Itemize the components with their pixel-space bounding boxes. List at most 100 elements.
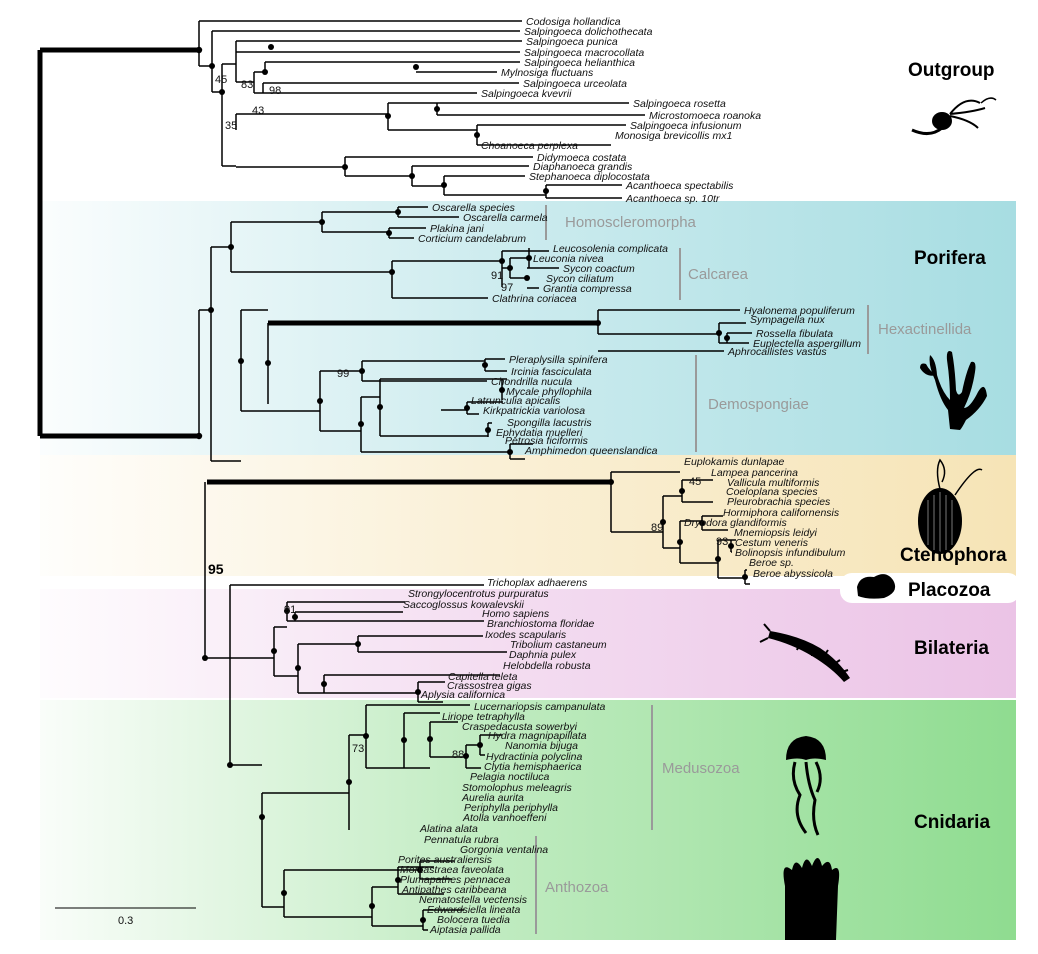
taxon-label: Periphylla periphylla (464, 802, 558, 814)
taxon-label: Trichoplax adhaerens (487, 577, 588, 589)
taxon-label: Pennatula rubra (424, 834, 499, 846)
taxon-label: Montastraea faveolata (400, 864, 504, 876)
taxon-label: Lampea pancerina (711, 467, 798, 479)
taxon-label: Sympagella nux (750, 314, 825, 326)
taxon-label: Bolocera tuedia (437, 914, 510, 926)
taxon-label: Aplysia californica (420, 689, 505, 701)
taxon-label: Hormiphora californensis (723, 507, 840, 519)
taxon-label: Pleraplysilla spinifera (509, 354, 608, 366)
taxon-label: Latrunculia apicalis (471, 395, 561, 407)
taxon-label: Salpingoeca infusionum (630, 120, 742, 132)
taxon-label: Oscarella species (432, 202, 516, 214)
ctenophora-band (40, 455, 1016, 576)
taxon-label: Aphrocallistes vastus (727, 346, 827, 358)
group-label-porifera: Porifera (914, 248, 986, 269)
taxon-label: Capitella teleta (448, 671, 518, 683)
support-value: 83 (241, 79, 253, 91)
subgroup-label-medusozoa: Medusozoa (662, 760, 740, 777)
taxon-label: Ephydatia muelleri (496, 427, 583, 439)
taxon-label: Antipathes caribbeana (401, 884, 507, 896)
support-value: 73 (352, 743, 364, 755)
taxon-label: Edwardsiella lineata (427, 904, 521, 916)
taxon-label: Liriope tetraphylla (442, 711, 525, 723)
taxon-label: Homo sapiens (482, 608, 550, 620)
support-value: 98 (269, 85, 281, 97)
taxon-label: Salpingoeca urceolata (523, 78, 627, 90)
taxon-label: Acanthoeca spectabilis (625, 180, 734, 192)
taxon-label: Beroe sp. (749, 557, 794, 569)
taxon-label: Spongilla lacustris (507, 417, 592, 429)
taxon-label: Diaphanoeca grandis (533, 161, 633, 173)
support-value: 45 (215, 74, 227, 86)
taxon-label: Porites australiensis (398, 854, 493, 866)
taxon-label: Daphnia pulex (509, 649, 577, 661)
taxon-label: Hydra magnipapillata (488, 730, 587, 742)
taxon-label: Coeloplana species (726, 486, 818, 498)
taxon-label: Plumapathes pennacea (400, 874, 510, 886)
taxon-label: Bolinopsis infundibulum (735, 547, 846, 559)
taxon-label: Lucernariopsis campanulata (474, 701, 605, 713)
group-label-ctenophora: Ctenophora (900, 545, 1007, 566)
taxon-label: Nematostella vectensis (419, 894, 528, 906)
taxon-label: Didymoeca costata (537, 152, 626, 164)
taxon-label: Euplectella aspergillum (753, 338, 861, 350)
taxon-label: Aiptasia pallida (429, 924, 501, 936)
subgroup-label-anthozoa: Anthozoa (545, 879, 609, 896)
taxon-label: Sycon ciliatum (546, 273, 614, 285)
placozoan-silhouette (857, 574, 896, 599)
support-value: 99 (337, 368, 349, 380)
taxon-label: Stomolophus meleagris (462, 782, 572, 794)
taxon-label: Chondrilla nucula (491, 376, 572, 388)
taxon-label: Corticium candelabrum (418, 233, 526, 245)
group-label-cnidaria: Cnidaria (914, 812, 990, 833)
subgroup-label-homoscleromorpha: Homoscleromorpha (565, 214, 697, 231)
taxon-label: Kirkpatrickia variolosa (483, 405, 585, 417)
support-value: 97 (501, 282, 513, 294)
taxon-label: Petrosia ficiformis (505, 435, 589, 447)
taxon-label: Salpingoeca macrocollata (524, 47, 644, 59)
cnidaria-band (40, 700, 1016, 940)
taxon-label: Dryodora glandiformis (684, 517, 787, 529)
group-label-bilateria: Bilateria (914, 638, 989, 659)
taxon-label: Beroe abyssicola (753, 568, 833, 580)
taxon-label: Strongylocentrotus purpuratus (408, 588, 549, 600)
taxon-label: Saccoglossus kowalevskii (403, 599, 524, 611)
taxon-label: Pelagia noctiluca (470, 771, 550, 783)
bilateria-band (40, 589, 1016, 698)
choanoflagellate-silhouette (911, 97, 997, 135)
support-value: 35 (225, 120, 237, 132)
support-value: 43 (252, 105, 264, 117)
subgroup-label-calcarea: Calcarea (688, 266, 749, 283)
taxon-label: Mnemiopsis leidyi (734, 527, 818, 539)
taxon-label: Alatina alata (419, 823, 478, 835)
support-value: 91 (284, 604, 296, 616)
taxon-label: Salpingoeca kvevrii (481, 88, 572, 100)
support-value: 91 (491, 270, 503, 282)
taxon-label: Codosiga hollandica (526, 16, 621, 28)
support-value: 93 (716, 536, 728, 548)
taxon-label: Mylnosiga fluctuans (501, 67, 594, 79)
taxon-label: Salpingoeca helianthica (524, 57, 635, 69)
taxon-label: Choanoeca perplexa (481, 140, 578, 152)
taxon-label: Hyalonema populiferum (744, 305, 855, 317)
subgroup-label-demospongiae: Demospongiae (708, 396, 809, 413)
jellyfish-silhouette (786, 736, 826, 836)
porifera-band (40, 201, 1016, 455)
support-value: 45 (689, 476, 701, 488)
sponge-silhouette (920, 351, 987, 430)
taxon-label: Aurelia aurita (461, 792, 524, 804)
support-value: 88 (452, 749, 464, 761)
taxon-label: Leucosolenia complicata (553, 243, 668, 255)
taxon-label: Gorgonia ventalina (460, 844, 548, 856)
taxon-label: Salpingoeca punica (526, 36, 618, 48)
taxon-label: Rossella fibulata (756, 328, 833, 340)
ctenophore-silhouette (918, 458, 983, 554)
taxon-label: Stephanoeca diplocostata (529, 171, 650, 183)
node-markers (195, 44, 748, 923)
taxon-label: Microstomoeca roanoka (649, 110, 761, 122)
taxon-label: Monosiga brevicollis mx1 (615, 130, 732, 142)
support-value-bold: 95 (208, 561, 224, 577)
subgroup-bars (535, 205, 869, 934)
taxon-label: Mycale phyllophila (506, 386, 592, 398)
taxon-labels: Codosiga hollandica Salpingoeca dolichot… (398, 16, 861, 936)
